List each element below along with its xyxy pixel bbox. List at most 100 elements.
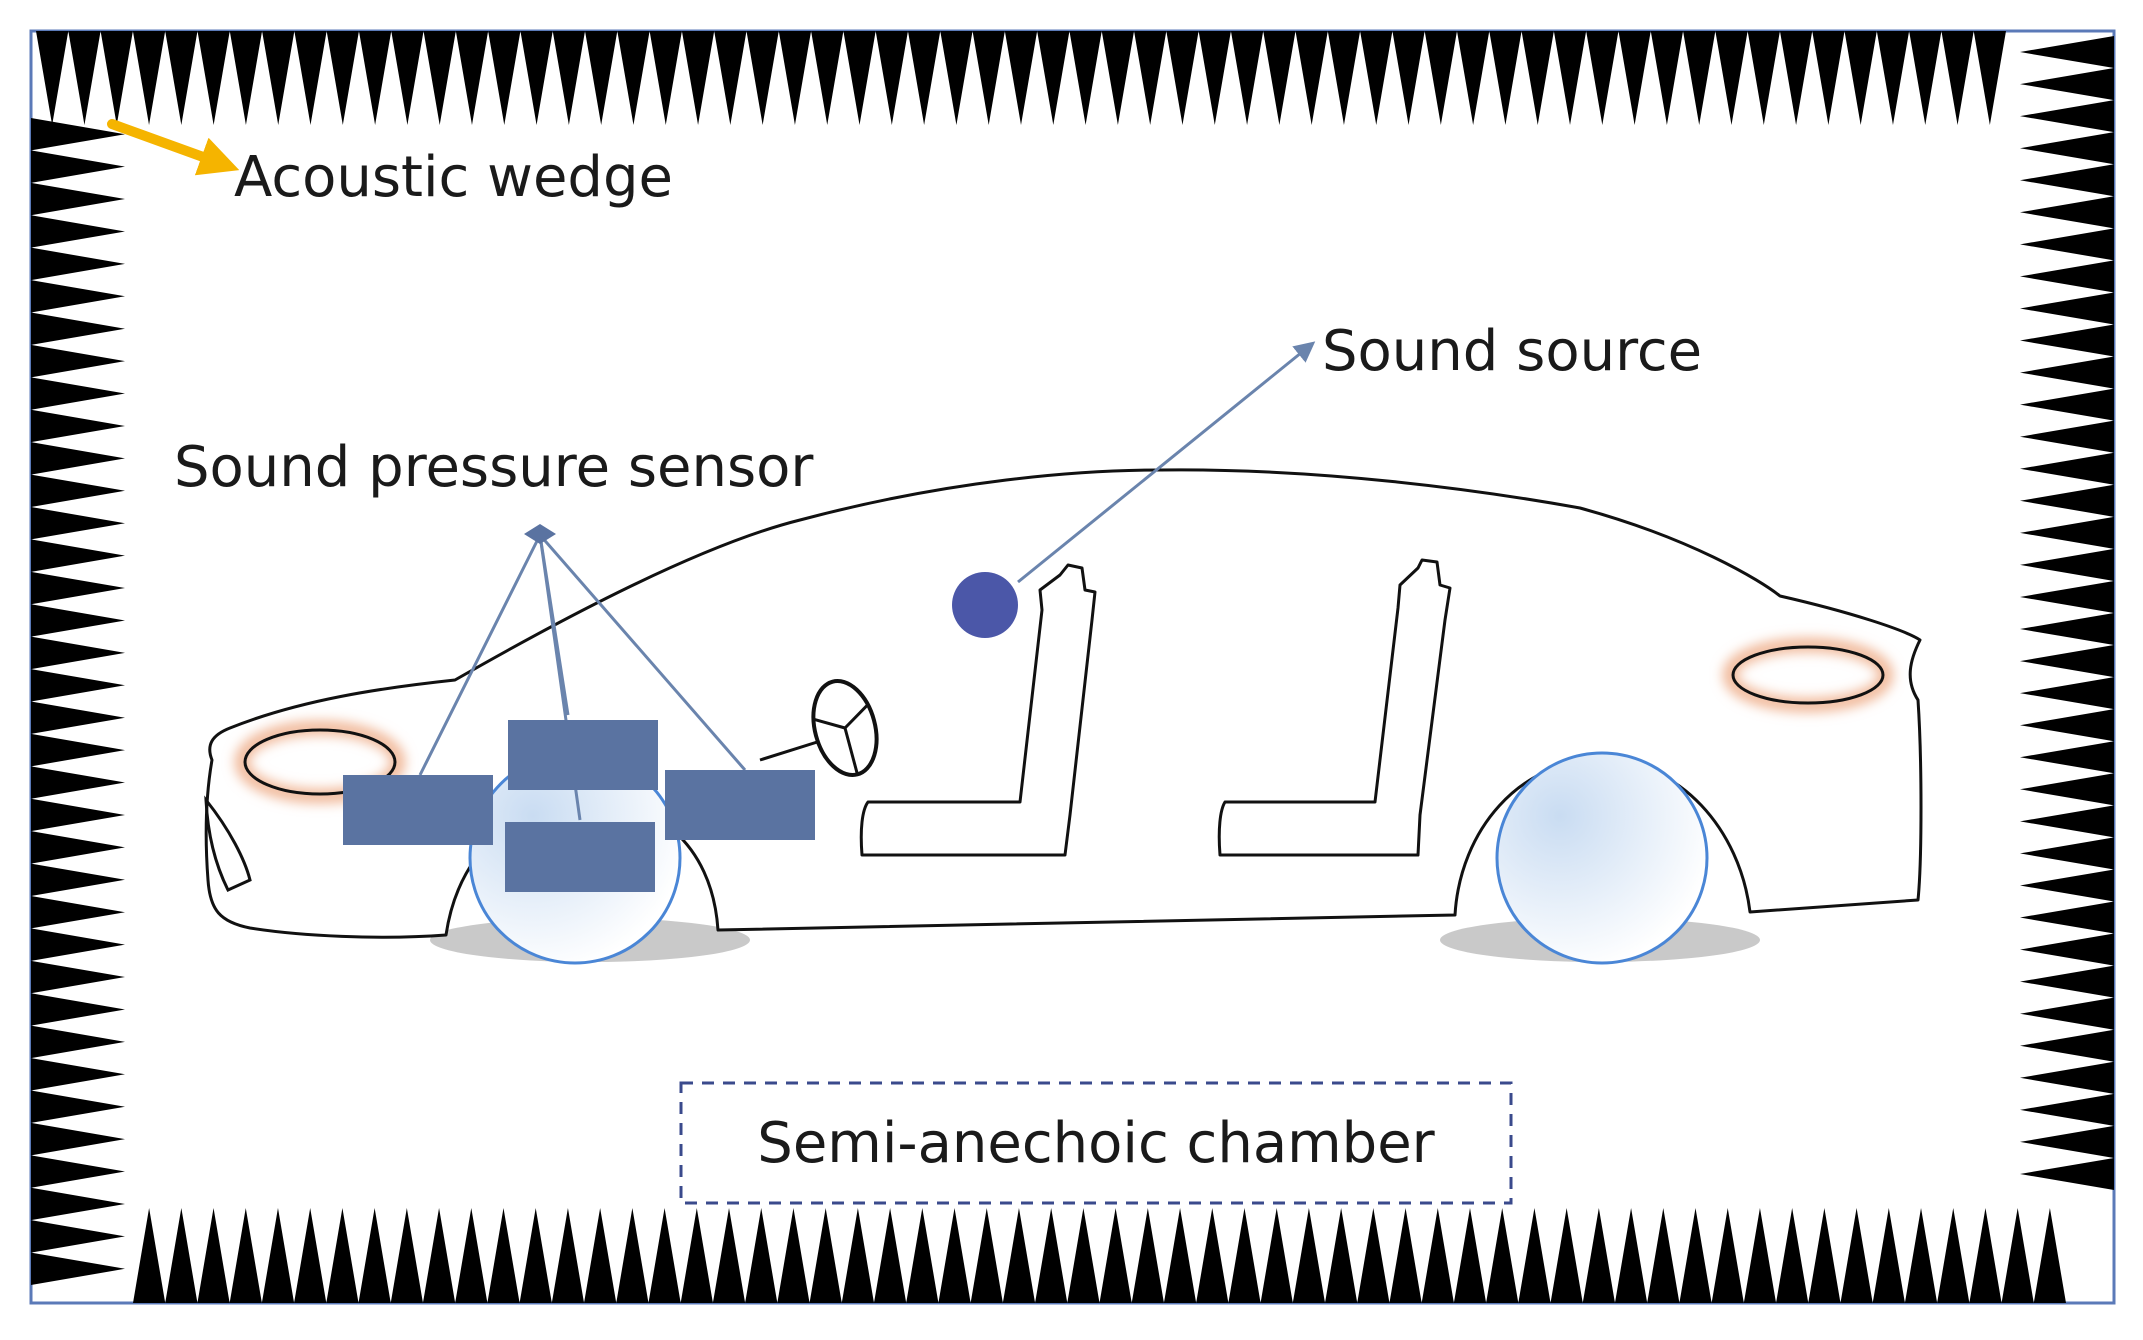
- acoustic-wedge-label: Acoustic wedge: [234, 145, 673, 210]
- acoustic-wedge: [1904, 1208, 1938, 1303]
- acoustic-wedge: [423, 31, 456, 125]
- acoustic-wedge: [132, 31, 166, 125]
- acoustic-wedge: [2020, 292, 2114, 325]
- acoustic-wedge: [551, 1208, 585, 1303]
- acoustic-wedge: [2020, 196, 2114, 229]
- acoustic-wedge: [843, 31, 876, 125]
- acoustic-wedge: [31, 247, 125, 281]
- arrow-right-icon: [107, 119, 240, 176]
- acoustic-wedge: [648, 1208, 681, 1303]
- acoustic-wedge: [940, 31, 973, 125]
- acoustic-wedge: [1389, 1208, 1422, 1303]
- acoustic-wedge: [2020, 1061, 2114, 1094]
- acoustic-wedge: [229, 1208, 262, 1303]
- front-speaker: [235, 721, 405, 803]
- acoustic-wedge: [2020, 36, 2114, 69]
- acoustic-wedge: [31, 215, 125, 248]
- acoustic-wedge: [1521, 31, 1554, 125]
- acoustic-wedge: [2020, 709, 2114, 742]
- acoustic-wedge: [326, 1208, 359, 1303]
- acoustic-wedge: [2020, 1029, 2114, 1062]
- acoustic-wedge: [1840, 1208, 1873, 1303]
- sensor-leader-junction: [524, 524, 556, 544]
- acoustic-wedge: [1456, 31, 1490, 125]
- acoustic-wedge: [100, 31, 133, 125]
- acoustic-wedge: [2020, 645, 2114, 678]
- acoustic-wedge: [520, 31, 553, 125]
- acoustic-wedge: [938, 1208, 971, 1303]
- acoustic-wedge: [1743, 1208, 1777, 1303]
- acoustic-wedge: [1683, 31, 1716, 125]
- acoustic-wedge: [390, 1208, 423, 1303]
- acoustic-wedge: [2033, 1208, 2066, 1303]
- acoustic-wedge: [1909, 31, 1942, 125]
- acoustic-wedge: [1263, 31, 1296, 125]
- acoustic-wedge: [36, 31, 69, 125]
- sensor-leader-lines: [418, 534, 747, 821]
- acoustic-wedge: [1453, 1208, 1487, 1303]
- acoustic-wedge: [31, 280, 125, 313]
- acoustic-wedge: [519, 1208, 552, 1303]
- acoustic-wedge: [2020, 613, 2114, 646]
- acoustic-wedge: [31, 182, 125, 216]
- acoustic-wedge: [1099, 1208, 1132, 1303]
- acoustic-wedge: [1134, 31, 1167, 125]
- acoustic-wedge: [2001, 1208, 2034, 1303]
- acoustic-wedge: [2020, 516, 2114, 549]
- acoustic-wedge: [1489, 31, 1522, 125]
- acoustic-wedge: [31, 733, 125, 767]
- acoustic-wedge: [31, 1155, 125, 1188]
- acoustic-wedge: [1711, 1208, 1744, 1303]
- acoustic-wedge: [1937, 1208, 1970, 1303]
- acoustic-wedge: [746, 31, 779, 125]
- acoustic-wedge: [31, 312, 125, 345]
- acoustic-wedge: [31, 896, 125, 929]
- sound-source-icon: [952, 572, 1018, 638]
- acoustic-wedge: [1618, 31, 1651, 125]
- acoustic-wedge: [31, 377, 125, 410]
- acoustic-wedge: [31, 571, 125, 605]
- acoustic-wedge: [1327, 31, 1361, 125]
- acoustic-wedge: [649, 31, 682, 125]
- acoustic-wedge-pointer: [107, 119, 240, 176]
- acoustic-wedge: [1292, 1208, 1326, 1303]
- acoustic-wedge: [1812, 31, 1845, 125]
- sensor-box: [505, 822, 655, 892]
- acoustic-wedge: [2020, 484, 2114, 517]
- acoustic-wedge: [2020, 869, 2114, 902]
- acoustic-wedge: [907, 31, 941, 125]
- rear-speaker: [1723, 638, 1893, 712]
- acoustic-wedge: [31, 928, 125, 961]
- acoustic-wedge: [31, 1252, 125, 1285]
- acoustic-wedge: [2020, 837, 2114, 870]
- acoustic-wedge: [1360, 31, 1393, 125]
- acoustic-wedge: [488, 31, 521, 125]
- acoustic-wedge: [294, 1208, 327, 1303]
- acoustic-wedge: [31, 1187, 125, 1221]
- acoustic-wedge: [31, 636, 125, 670]
- sound-source-label: Sound source: [1322, 319, 1702, 384]
- sensor-box: [665, 770, 815, 840]
- acoustic-wedge: [2020, 100, 2114, 133]
- acoustic-wedge: [1131, 1208, 1164, 1303]
- acoustic-wedge: [1586, 31, 1619, 125]
- acoustic-wedge: [1518, 1208, 1551, 1303]
- acoustic-wedge: [31, 1025, 125, 1059]
- acoustic-wedge: [133, 1208, 166, 1303]
- acoustic-wedge: [1876, 31, 1910, 125]
- acoustic-wedge: [1679, 1208, 1712, 1303]
- acoustic-wedge: [2020, 580, 2114, 613]
- acoustic-wedge: [1002, 1208, 1036, 1303]
- acoustic-wedge: [712, 1208, 746, 1303]
- acoustic-wedge: [1776, 1208, 1809, 1303]
- acoustic-wedge: [2020, 452, 2114, 485]
- acoustic-wedge: [2020, 805, 2114, 838]
- acoustic-wedge: [617, 31, 650, 125]
- acoustic-wedge: [1357, 1208, 1390, 1303]
- sound-pressure-sensor-label: Sound pressure sensor: [174, 435, 814, 500]
- acoustic-wedge: [1037, 31, 1070, 125]
- acoustic-wedge: [1166, 31, 1199, 125]
- acoustic-wedge: [229, 31, 263, 125]
- acoustic-wedge: [2020, 132, 2114, 165]
